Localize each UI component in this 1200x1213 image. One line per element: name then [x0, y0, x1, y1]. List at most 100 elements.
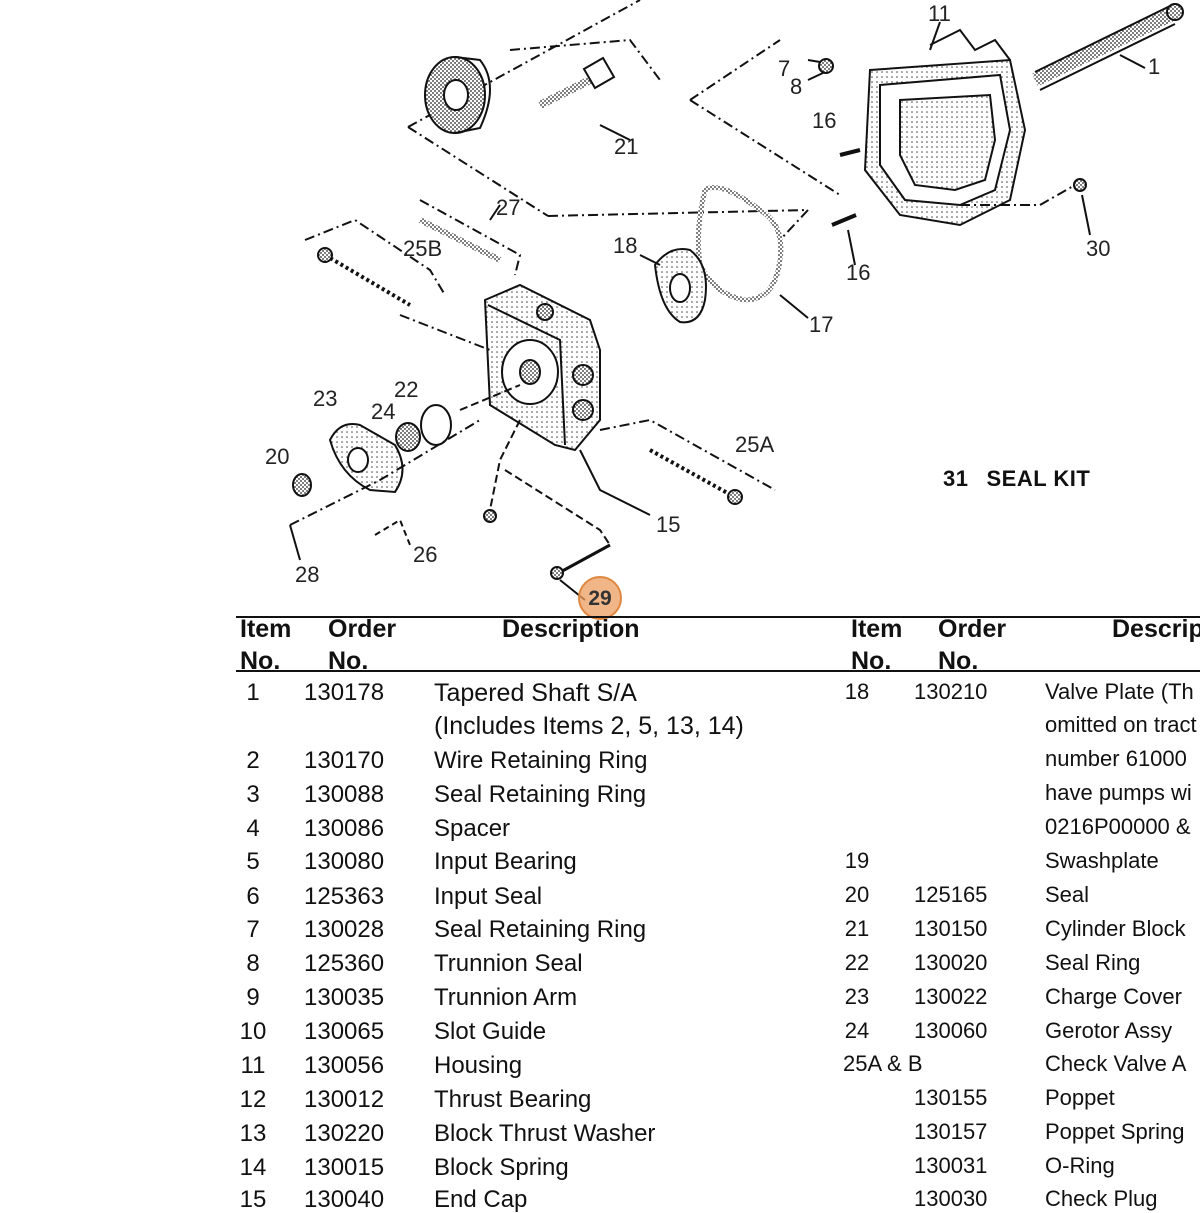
end-cap-part — [483, 283, 601, 452]
left-row-15-order: 130015 — [304, 1154, 385, 1181]
right-row-16-order: 130030 — [914, 1186, 988, 1211]
seal-kit-text: SEAL KIT — [986, 466, 1091, 491]
left-row-16-order: 130040 — [304, 1186, 385, 1213]
right-row-1-order: 130210 — [914, 679, 988, 704]
left-row-1-desc: Tapered Shaft S/A — [434, 679, 637, 707]
right-row-10-item: 23 — [844, 984, 870, 1009]
left-row-7-item: 6 — [246, 883, 260, 910]
right-row-4-desc: have pumps wi — [1045, 780, 1192, 805]
left-row-8-order: 130028 — [304, 916, 385, 943]
right-row-9-desc: Seal Ring — [1045, 950, 1141, 975]
right-row-13-order: 130155 — [914, 1085, 988, 1110]
right-row-6-desc: Swashplate — [1045, 848, 1159, 873]
right-row-10-desc: Charge Cover — [1045, 984, 1182, 1009]
left-row-12-desc: Housing — [434, 1052, 523, 1079]
right-row-11-item: 24 — [844, 1018, 870, 1043]
left-row-11-order: 130065 — [304, 1018, 385, 1045]
left-row-4-desc: Seal Retaining Ring — [434, 781, 647, 808]
left-row-12-item: 11 — [240, 1052, 266, 1079]
right-row-6-item: 19 — [844, 848, 870, 873]
right-row-1-item: 18 — [844, 679, 870, 704]
left-row-5-item: 4 — [246, 815, 260, 842]
left-row-6-item: 5 — [246, 848, 260, 875]
left-row-14-desc: Block Thrust Washer — [434, 1120, 656, 1147]
left-row-10-item: 9 — [246, 984, 260, 1011]
left-row-1-order: 130178 — [304, 679, 385, 706]
left-row-4-item: 3 — [246, 781, 260, 808]
left-row-12-order: 130056 — [304, 1052, 385, 1079]
right-row-13-desc: Poppet — [1045, 1085, 1115, 1110]
callout-28: 28 — [295, 562, 320, 587]
left-row-3-order: 130170 — [304, 747, 385, 774]
left-row-5-desc: Spacer — [434, 815, 511, 842]
left-row-7-order: 125363 — [304, 883, 385, 910]
table-header-rule — [236, 670, 1200, 672]
callout-15: 15 — [656, 512, 681, 537]
right-row-1-desc: Valve Plate (Th — [1045, 679, 1194, 704]
right-row-14-desc: Poppet Spring — [1045, 1119, 1185, 1144]
callout-20: 20 — [265, 444, 290, 469]
charge-cover-part — [328, 423, 404, 494]
callout-25b: 25B — [403, 236, 443, 261]
left-row-13-item: 12 — [239, 1086, 267, 1113]
right-row-7-item: 20 — [844, 882, 870, 907]
cylinder-block-part — [424, 56, 491, 134]
right-row-9-order: 130020 — [914, 950, 988, 975]
right-row-8-desc: Cylinder Block — [1045, 916, 1186, 941]
callout-8: 8 — [790, 74, 803, 99]
right-row-5-desc: 0216P00000 & — [1045, 814, 1191, 839]
exploded-parts-diagram — [289, 0, 1184, 601]
callout-25a: 25A — [735, 432, 775, 457]
callout-17: 17 — [809, 312, 834, 337]
left-row-6-order: 130080 — [304, 848, 385, 875]
header-description-right: Descrip — [1112, 615, 1200, 643]
callout-22: 22 — [394, 377, 419, 402]
right-row-11-order: 130060 — [914, 1018, 988, 1043]
callout-7: 7 — [778, 56, 791, 81]
right-row-8-order: 130150 — [914, 916, 988, 941]
left-row-9-order: 125360 — [304, 950, 385, 977]
highlight-marker[interactable] — [578, 576, 622, 620]
left-row-7-desc: Input Seal — [434, 883, 543, 910]
right-row-15-desc: O-Ring — [1045, 1153, 1115, 1178]
right-row-14-order: 130157 — [914, 1119, 988, 1144]
left-row-9-desc: Trunnion Seal — [434, 950, 583, 977]
callout-26: 26 — [413, 542, 438, 567]
right-row-7-order: 125165 — [914, 882, 988, 907]
callout-27: 27 — [496, 195, 521, 220]
right-row-11-desc: Gerotor Assy — [1045, 1018, 1173, 1043]
right-row-7-desc: Seal — [1045, 882, 1090, 907]
valve-plate-part — [653, 248, 707, 324]
callout-24: 24 — [371, 399, 396, 424]
callout-1: 1 — [1148, 54, 1161, 79]
left-row-1-item: 1 — [246, 679, 260, 706]
left-row-11-desc: Slot Guide — [434, 1018, 547, 1045]
left-row-16-item: 15 — [239, 1186, 267, 1213]
callout-18: 18 — [613, 233, 638, 258]
left-row-13-order: 130012 — [304, 1086, 385, 1113]
left-row-8-desc: Seal Retaining Ring — [434, 916, 647, 943]
left-row-9-item: 8 — [246, 950, 260, 977]
left-row-10-order: 130035 — [304, 984, 385, 1011]
highlight-marker-label: 29 — [588, 587, 612, 610]
callout-30: 30 — [1086, 236, 1111, 261]
left-row-11-item: 10 — [239, 1018, 267, 1045]
left-row-3-item: 2 — [246, 747, 260, 774]
callout-11: 11 — [928, 1, 951, 26]
callout-23: 23 — [313, 386, 338, 411]
left-row-6-desc: Input Bearing — [434, 848, 577, 875]
gasket-part — [695, 185, 784, 303]
callout-21: 21 — [614, 134, 639, 159]
left-row-13-desc: Thrust Bearing — [434, 1086, 592, 1113]
header-description-left: Description — [502, 615, 640, 643]
right-row-12-desc: Check Valve A — [1045, 1051, 1187, 1076]
right-row-16-desc: Check Plug — [1045, 1186, 1158, 1211]
tapered-shaft-part — [1031, 3, 1184, 91]
housing-part — [863, 21, 1027, 227]
left-row-2-desc: (Includes Items 2, 5, 13, 14) — [434, 712, 744, 740]
left-row-8-item: 7 — [246, 916, 260, 943]
